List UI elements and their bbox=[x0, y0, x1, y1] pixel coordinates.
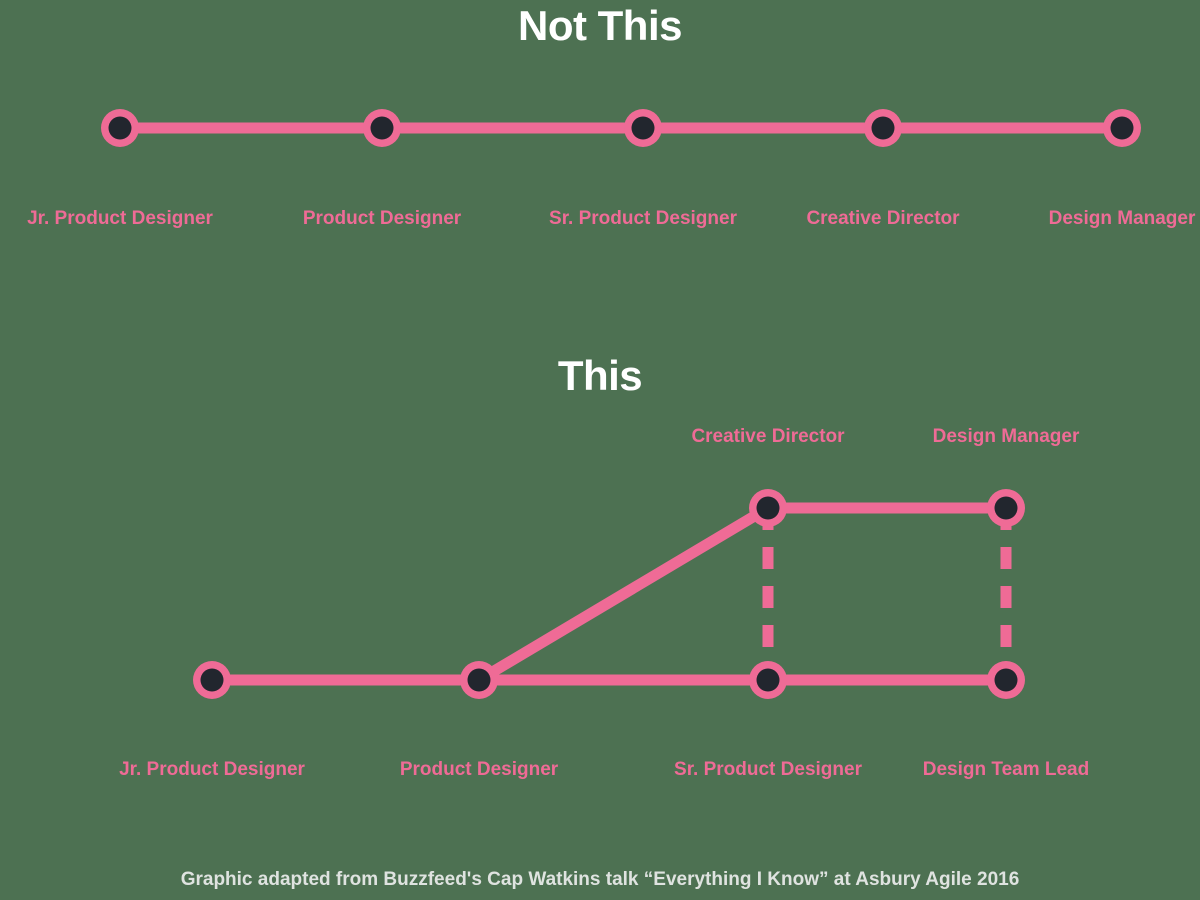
node-core bbox=[200, 668, 224, 692]
node-label: Creative Director bbox=[691, 426, 845, 447]
node-core bbox=[467, 668, 491, 692]
node-label: Product Designer bbox=[302, 208, 462, 229]
node-label: Sr. Product Designer bbox=[549, 208, 737, 229]
graph-node[interactable] bbox=[987, 661, 1025, 699]
node-label: Design Team Lead bbox=[922, 759, 1090, 780]
node-core bbox=[756, 668, 780, 692]
node-core bbox=[370, 116, 394, 140]
node-core bbox=[756, 496, 780, 520]
graph-node[interactable] bbox=[1103, 109, 1141, 147]
source-caption: Graphic adapted from Buzzfeed's Cap Watk… bbox=[180, 869, 1020, 890]
graph-node[interactable] bbox=[987, 489, 1025, 527]
node-label: Design Manager bbox=[932, 426, 1080, 447]
graph-edge bbox=[476, 503, 771, 685]
graph-node[interactable] bbox=[193, 661, 231, 699]
graph-node[interactable] bbox=[101, 109, 139, 147]
node-core bbox=[1110, 116, 1134, 140]
node-label: Jr. Product Designer bbox=[27, 208, 213, 229]
graph-node[interactable] bbox=[749, 489, 787, 527]
node-core bbox=[108, 116, 132, 140]
node-label: Sr. Product Designer bbox=[674, 759, 862, 780]
node-core bbox=[631, 116, 655, 140]
node-core bbox=[994, 668, 1018, 692]
graph-node[interactable] bbox=[460, 661, 498, 699]
graph-node[interactable] bbox=[749, 661, 787, 699]
graph-node[interactable] bbox=[363, 109, 401, 147]
node-label: Creative Director bbox=[806, 208, 960, 229]
node-label: Jr. Product Designer bbox=[119, 759, 305, 780]
node-label: Product Designer bbox=[399, 759, 559, 780]
this-title: This bbox=[557, 352, 643, 399]
not-this-title: Not This bbox=[518, 2, 682, 49]
graph-node[interactable] bbox=[864, 109, 902, 147]
node-core bbox=[994, 496, 1018, 520]
graph-node[interactable] bbox=[624, 109, 662, 147]
node-label: Design Manager bbox=[1048, 208, 1196, 229]
node-core bbox=[871, 116, 895, 140]
